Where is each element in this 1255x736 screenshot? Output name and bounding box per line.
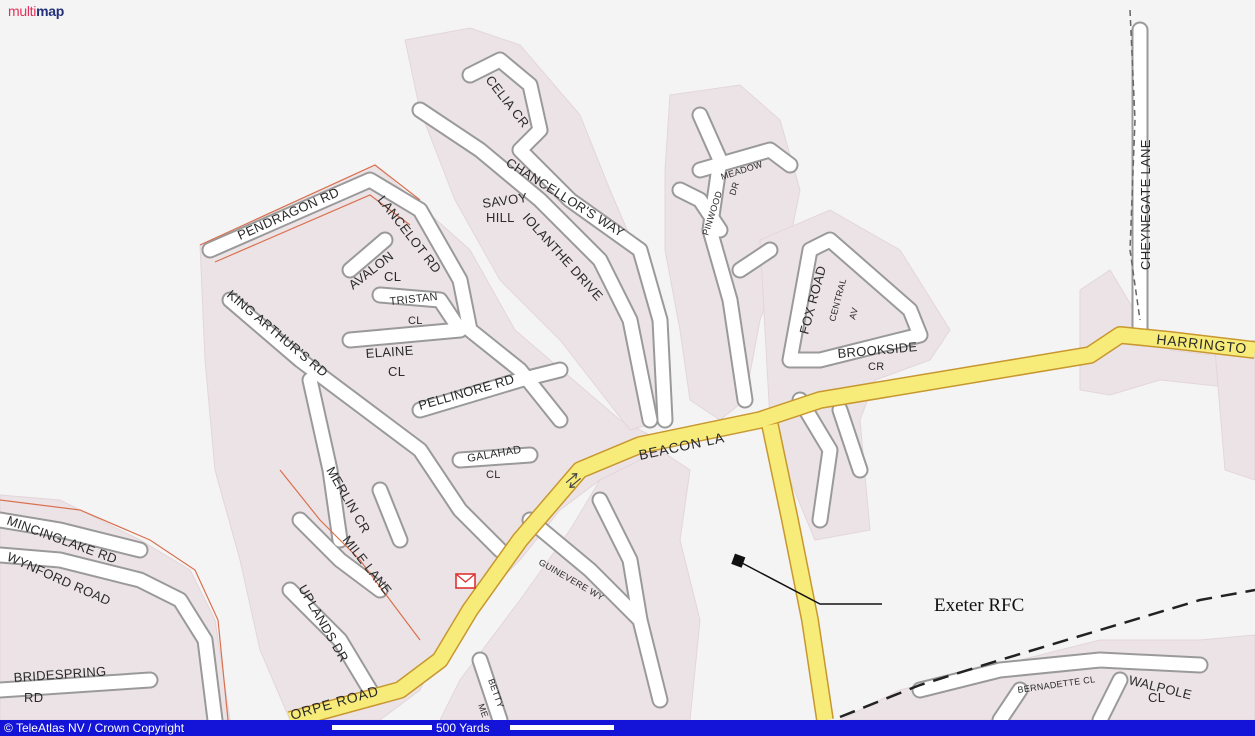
copyright-text: © TeleAtlas NV / Crown Copyright	[4, 721, 185, 735]
label-tristan-1: TRISTAN	[389, 291, 438, 308]
map-footer: © TeleAtlas NV / Crown Copyright 500 Yar…	[0, 720, 1255, 736]
envelope-icon[interactable]	[455, 573, 476, 589]
multimap-logo[interactable]: multimap	[8, 3, 64, 19]
residential-areas	[0, 27, 1255, 720]
label-elaine-1: ELAINE	[365, 343, 414, 361]
label-walpole-2: CL	[1148, 690, 1165, 705]
railway-line	[839, 588, 1255, 719]
track-line	[1129, 9, 1141, 321]
label-elaine-2: CL	[388, 364, 405, 379]
label-galahad-2: CL	[486, 469, 501, 481]
callout-leader-line	[741, 562, 882, 605]
map-graphic: CELIA CR CHANCELLOR'S WAY SAVOY HILL IOL…	[0, 9, 1255, 720]
major-roads	[287, 326, 1255, 720]
logo-text-part2: map	[36, 3, 64, 19]
secondary-road-edges	[0, 164, 421, 720]
scale-bar: 500 Yards	[332, 720, 614, 736]
label-bridespring-2: RD	[24, 690, 43, 705]
scale-label: 500 Yards	[436, 721, 490, 735]
label-central-av-2: AV	[847, 306, 860, 320]
label-bridespring-1: BRIDESPRING	[13, 664, 107, 685]
two-way-arrows-icon	[565, 473, 582, 488]
label-savoy-hill-2: HILL	[486, 210, 515, 225]
label-brookside-1: BROOKSIDE	[837, 339, 918, 361]
label-cheynegate-lane: CHEYNEGATE LANE	[1138, 139, 1153, 270]
label-betty-2: ME	[476, 702, 490, 719]
label-tristan-2: CL	[408, 315, 423, 327]
square-marker-icon[interactable]	[731, 553, 746, 568]
scale-bar-right-segment	[510, 725, 614, 730]
logo-text-part1: multi	[8, 3, 37, 19]
scale-bar-left-segment	[332, 725, 432, 730]
label-avalon-2: CL	[384, 269, 401, 284]
map-canvas[interactable]: CELIA CR CHANCELLOR'S WAY SAVOY HILL IOL…	[0, 0, 1255, 720]
label-savoy-hill-1: SAVOY	[481, 190, 528, 211]
label-brookside-2: CR	[868, 361, 885, 373]
minor-roads	[0, 21, 1209, 720]
callout-label: Exeter RFC	[934, 595, 1025, 616]
label-pinwood-3: DR	[727, 180, 741, 196]
